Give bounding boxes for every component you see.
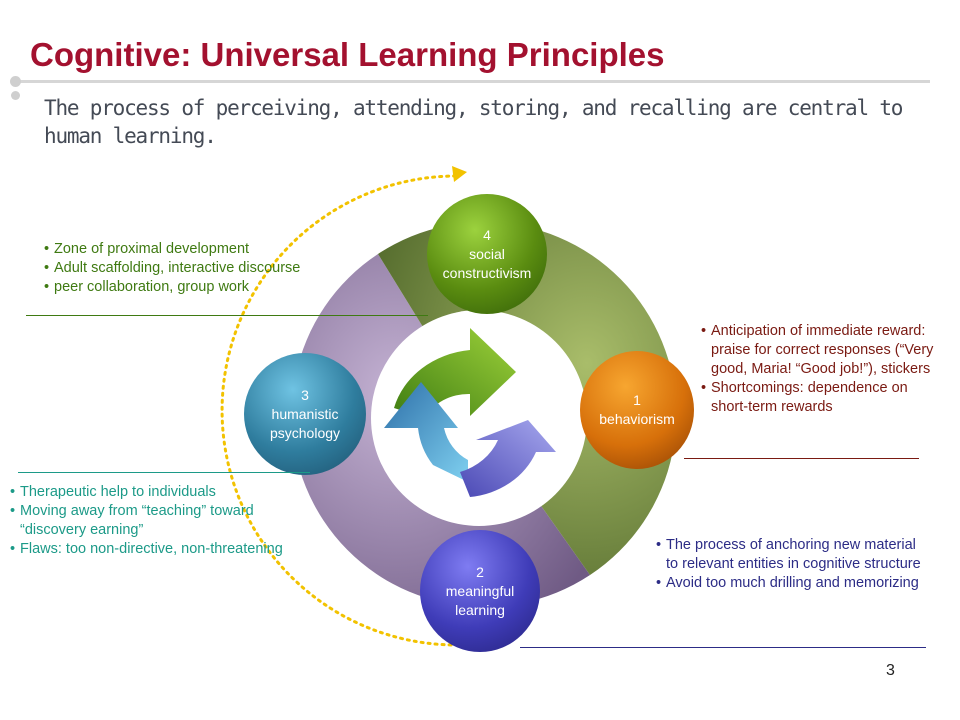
node-label: psychology	[269, 424, 341, 441]
divider-dot	[11, 91, 20, 100]
node-label: social	[469, 245, 505, 262]
node-behaviorism: 1 behaviorism	[580, 351, 694, 469]
node-humanistic-psychology: 3 humanistic psychology	[244, 353, 366, 475]
note-humanistic-psychology: Therapeutic help to individuals Moving a…	[10, 483, 285, 559]
note-item: Avoid too much drilling and memorizing	[656, 574, 926, 593]
note-social-constructivism: Zone of proximal development Adult scaff…	[44, 240, 384, 297]
node-number: 2	[476, 563, 484, 580]
node-label: constructivism	[442, 264, 532, 281]
note-item: peer collaboration, group work	[44, 278, 384, 297]
page-number: 3	[886, 662, 895, 679]
note-divider	[684, 458, 919, 459]
node-number: 3	[301, 386, 309, 403]
note-item: Shortcomings: dependence on short-term r…	[701, 379, 947, 417]
node-number: 1	[633, 392, 641, 408]
note-behaviorism: Anticipation of immediate reward: praise…	[701, 322, 947, 417]
slide-subtitle: The process of perceiving, attending, st…	[44, 96, 903, 148]
note-divider	[18, 472, 310, 473]
title-divider	[14, 80, 930, 83]
slide-title: Cognitive: Universal Learning Principles	[30, 36, 665, 73]
note-divider	[26, 315, 428, 316]
note-item: Therapeutic help to individuals	[10, 483, 285, 502]
note-item: Flaws: too non-directive, non-threatenin…	[10, 540, 285, 559]
node-label: learning	[455, 601, 505, 618]
node-label: behaviorism	[599, 411, 675, 427]
disk-inner-circle	[371, 310, 587, 526]
note-divider	[520, 647, 926, 648]
node-label: humanistic	[271, 405, 339, 422]
node-social-constructivism: 4 social constructivism	[427, 194, 547, 314]
purple-cycle-arrow	[460, 420, 556, 497]
note-meaningful-learning: The process of anchoring new material to…	[656, 536, 926, 593]
node-number: 4	[483, 226, 491, 243]
node-meaningful-learning: 2 meaningful learning	[420, 530, 540, 652]
cycle-arrow-head	[452, 166, 467, 182]
note-item: The process of anchoring new material to…	[656, 536, 926, 574]
note-item: Anticipation of immediate reward: praise…	[701, 322, 947, 379]
note-item: Adult scaffolding, interactive discourse	[44, 259, 384, 278]
blue-cycle-arrow	[384, 382, 468, 482]
note-item: Zone of proximal development	[44, 240, 384, 259]
node-label: meaningful	[445, 582, 515, 599]
cycle-arrow-arc	[220, 174, 460, 647]
note-item: Moving away from “teaching” toward “disc…	[10, 502, 285, 540]
divider-dot	[10, 76, 21, 87]
